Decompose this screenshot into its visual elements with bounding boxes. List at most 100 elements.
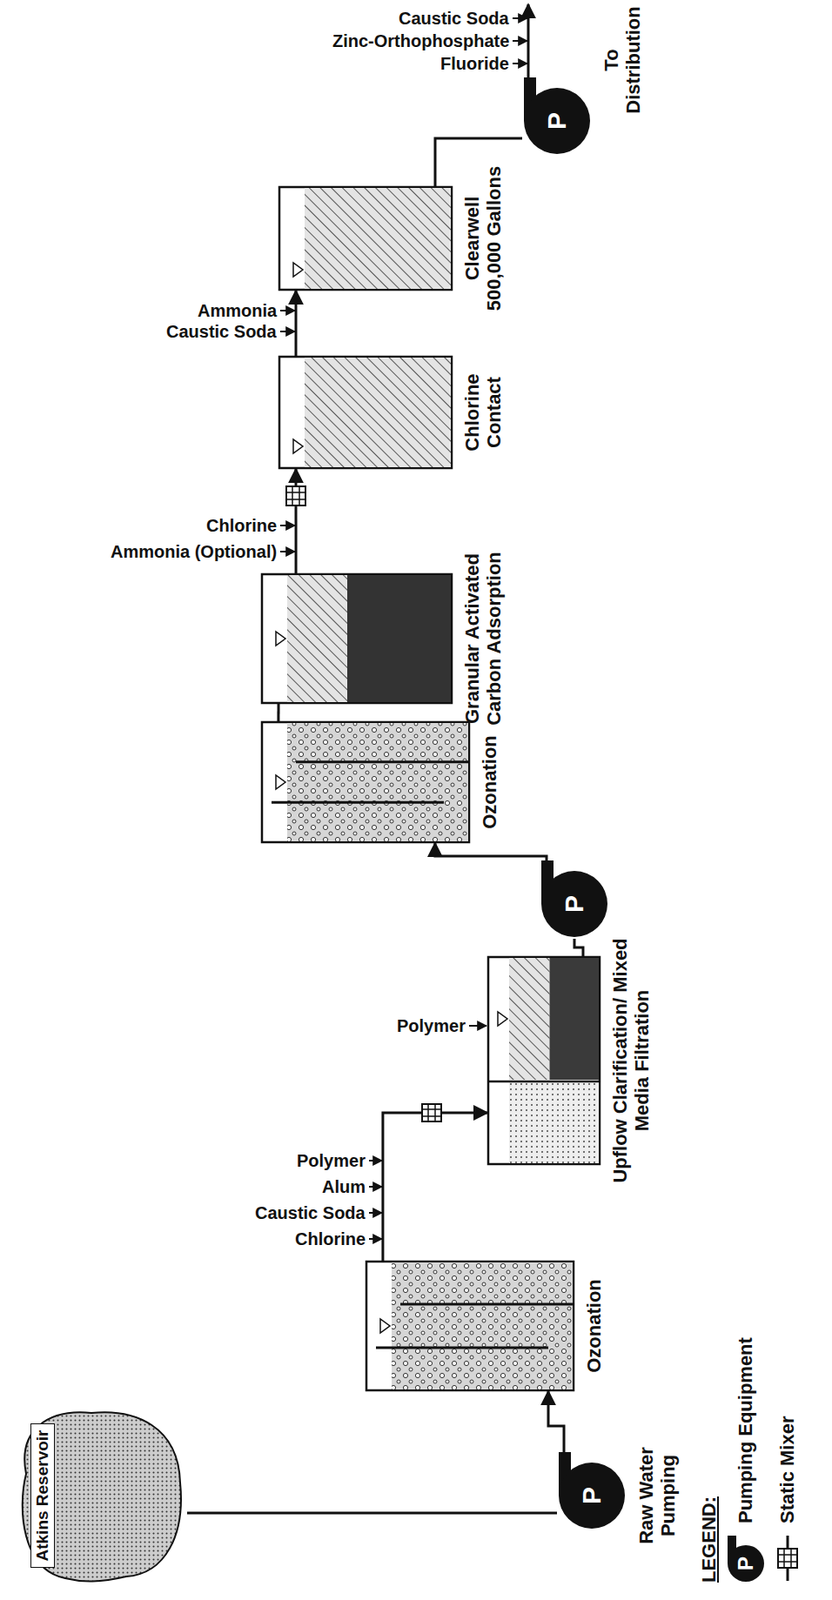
ozonation-tank: Ozonation: [365, 1261, 575, 1392]
chemical-feed-label: Polymer: [296, 1152, 366, 1170]
feed-arrow: [280, 550, 296, 553]
pipe-connector: [548, 1391, 564, 1462]
unit-caption: Chlorine Contact: [461, 347, 506, 478]
tank-water: [304, 357, 451, 468]
static-mixer-symbol: [768, 1534, 807, 1584]
chemical-feed-label: Chlorine: [206, 516, 277, 535]
flow-label: To Distribution: [600, 3, 645, 117]
ozone-contact-fill: [287, 723, 469, 842]
clarifier-fill: [509, 1081, 599, 1164]
feed-arrow: [369, 1160, 383, 1162]
baffle-wall: [400, 1303, 573, 1307]
pump-symbol: PRaw Water Pumping: [556, 1461, 627, 1531]
water-level-mark: [380, 1319, 390, 1334]
unit-label: Clearwell: [461, 160, 484, 317]
gac-media: [347, 575, 451, 703]
pipe-connector: [574, 939, 584, 957]
feed-arrow: [280, 330, 296, 333]
chemical-feed-label: Caustic Soda: [254, 1204, 366, 1222]
feed-arrow: [369, 1238, 383, 1241]
pump-symbol: P: [539, 869, 610, 940]
unit-label: Ozonation: [478, 717, 501, 848]
reservoir-outline: [22, 1412, 182, 1582]
pump-letter: P: [542, 112, 571, 130]
tank-outline: [261, 574, 452, 704]
unit-caption: Granular Activated Carbon Adsorption: [461, 538, 506, 739]
static-mixer: [422, 1104, 442, 1122]
ozone-contact-fill: [391, 1262, 573, 1390]
chemical-feed-label: Caustic Soda: [166, 322, 277, 341]
gac-water: [287, 575, 348, 703]
chemical-feed-label: Chlorine: [295, 1230, 366, 1248]
legend-icon: [768, 1534, 807, 1584]
pipe-connector: [295, 469, 298, 574]
baffle-wall: [375, 1347, 549, 1350]
unit-label: Chlorine Contact: [461, 347, 506, 478]
legend-text: Pumping Equipment: [734, 1337, 758, 1524]
unit-label: Raw Water Pumping: [635, 1430, 680, 1562]
pipe-connector: [435, 843, 547, 870]
pump-body: [541, 871, 608, 938]
gac-filter-shape: [261, 573, 453, 705]
feed-arrow: [469, 1025, 487, 1027]
unit-label: 500,000 Gallons: [483, 160, 505, 317]
feed-arrow: [512, 40, 528, 42]
feed-arrow: [512, 17, 528, 20]
pump-letter: P: [577, 1487, 606, 1505]
chemical-feed-label: Fluoride: [440, 54, 510, 73]
chlorine-contact-tank-shape: [278, 355, 453, 470]
ozonation-tank-shape: [365, 1261, 575, 1392]
static-mixer: [286, 486, 306, 506]
water-level-mark: [293, 262, 303, 277]
pipe-connector: [295, 290, 298, 356]
clarifier-filter-shape: [487, 956, 601, 1166]
pipe-connector: [382, 1113, 488, 1262]
unit-caption: Ozonation: [583, 1248, 605, 1405]
pump-letter: P: [559, 895, 589, 913]
legend-icon: P: [726, 1534, 765, 1584]
reservoir: Atkins Reservoir: [13, 1404, 188, 1588]
chemical-feed-label: Polymer: [396, 1017, 466, 1035]
pipe-connector: [276, 704, 280, 722]
unit-label: Granular Activated Carbon Adsorption: [461, 538, 506, 739]
chemical-feed-label: Alum: [322, 1178, 366, 1196]
legend-heading: LEGEND:: [697, 1337, 720, 1584]
unit-caption: Upflow Clarification/ Mixed Media Filtra…: [609, 930, 654, 1192]
legend-row: Static Mixer: [766, 1337, 809, 1584]
water-level-mark: [293, 439, 303, 454]
chlorine-contact-tank: Chlorine Contact: [278, 355, 453, 470]
feed-arrow: [369, 1212, 383, 1215]
clearwell-tank-shape: [278, 186, 453, 291]
unit-caption: Raw Water Pumping: [635, 1430, 680, 1562]
tank-water: [304, 187, 451, 289]
gac-filter: Granular Activated Carbon Adsorption: [261, 573, 453, 705]
unit-caption: Ozonation: [478, 717, 501, 848]
chemical-feed-label: Zinc-Orthophosphate: [332, 32, 510, 50]
pump-letter: P: [726, 1544, 765, 1584]
tank-outline: [488, 957, 600, 1165]
unit-caption: Clearwell500,000 Gallons: [461, 160, 506, 317]
unit-label: Upflow Clarification/ Mixed Media Filtra…: [609, 930, 654, 1192]
tank-outline: [261, 722, 470, 843]
filter-media-lower: [550, 958, 600, 1081]
ozonation-tank-shape: [261, 721, 470, 844]
legend: LEGEND: P Pumping Equipment Static Mixer: [697, 1337, 809, 1584]
feed-arrow: [512, 62, 528, 65]
clearwell-tank: Clearwell500,000 Gallons: [278, 186, 453, 291]
baffle-wall: [271, 801, 444, 805]
water-level-mark: [497, 1012, 508, 1027]
tank-outline: [279, 356, 452, 469]
pipe-connector: [435, 138, 523, 187]
water-level-mark: [275, 775, 286, 790]
divider-wall: [489, 1080, 599, 1084]
unit-label: Ozonation: [583, 1248, 605, 1405]
clarifier-filter: Upflow Clarification/ Mixed Media Filtra…: [487, 956, 601, 1166]
filter-media-upper: [509, 958, 551, 1081]
feed-arrow: [369, 1186, 383, 1188]
tank-outline: [366, 1261, 574, 1391]
pump-body: [558, 1462, 625, 1530]
chemical-feed-label: Ammonia: [197, 301, 277, 320]
chemical-feed-label: Ammonia (Optional): [110, 543, 277, 561]
legend-text: Static Mixer: [776, 1416, 799, 1525]
water-level-mark: [275, 631, 286, 646]
